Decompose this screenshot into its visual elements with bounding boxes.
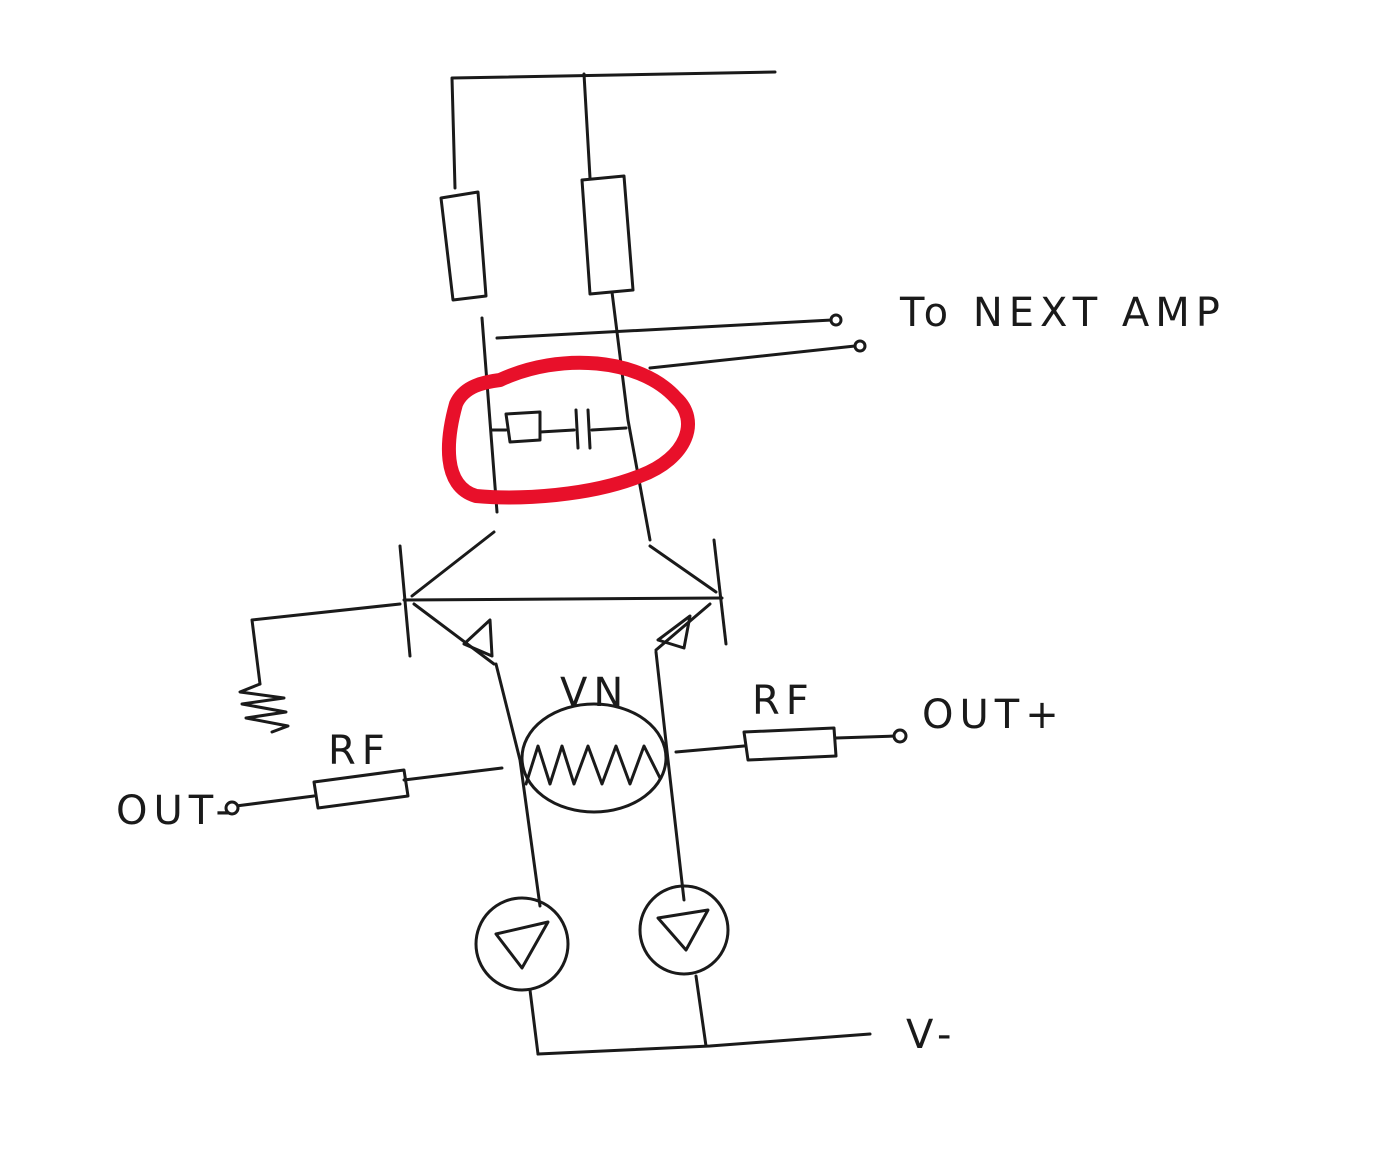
base-bar-left <box>398 544 412 658</box>
current-source-left <box>474 896 570 992</box>
collector-line-left <box>480 316 499 514</box>
collector-line-right <box>610 290 652 542</box>
rf-left-wire <box>234 766 504 808</box>
emitter-arm-left <box>412 602 496 666</box>
to-next-amp-label: To NEXT AMP <box>899 290 1226 336</box>
base-bar-right <box>712 538 728 646</box>
ground-resistor <box>238 682 290 734</box>
load-resistor-right <box>580 174 635 296</box>
current-source-right <box>638 884 730 976</box>
rf-right-label: RF <box>752 678 815 724</box>
v-minus-label: V- <box>906 1012 957 1058</box>
bottom-supply-rail <box>536 1032 872 1056</box>
current-source-right-arrow <box>656 908 710 952</box>
top-rail-right-drop <box>582 72 592 180</box>
current-source-left-arrow <box>494 920 550 970</box>
emitter-line-right <box>654 650 686 902</box>
out-plus-label: OUT+ <box>922 692 1065 738</box>
interstage-resistor <box>504 410 542 444</box>
emitter-arrow-left <box>462 618 494 658</box>
rf-right-wire <box>674 734 898 754</box>
rf-left-resistor <box>312 768 410 810</box>
collector-arm-right <box>648 544 718 594</box>
transistor-bus <box>402 596 724 602</box>
out-minus-terminal <box>224 800 240 816</box>
bottom-rail-left-drop <box>528 988 540 1056</box>
ground-resistor-wire <box>250 602 402 686</box>
vn-label: VN <box>560 670 629 716</box>
out-minus-label: OUT- <box>116 788 236 834</box>
bottom-rail-right-drop <box>694 974 708 1048</box>
next-amp-terminal-lower <box>853 339 867 353</box>
rf-right-resistor <box>742 726 838 762</box>
top-supply-rail <box>450 70 777 190</box>
next-amp-terminal-upper <box>829 313 843 327</box>
next-amp-wire-upper <box>495 318 834 340</box>
rf-left-label: RF <box>328 728 391 774</box>
emitter-line-left <box>494 662 542 908</box>
next-amp-wire-lower <box>648 344 857 370</box>
highlight-circle <box>442 355 695 505</box>
emitter-arrow-right <box>656 614 692 650</box>
collector-arm-left <box>410 530 496 598</box>
noise-source-zigzag <box>524 744 662 786</box>
noise-source-circle <box>520 702 668 814</box>
out-plus-terminal <box>892 728 908 744</box>
interstage-network-wire <box>490 426 628 434</box>
interstage-capacitor <box>574 408 592 450</box>
load-resistor-left <box>439 190 488 302</box>
